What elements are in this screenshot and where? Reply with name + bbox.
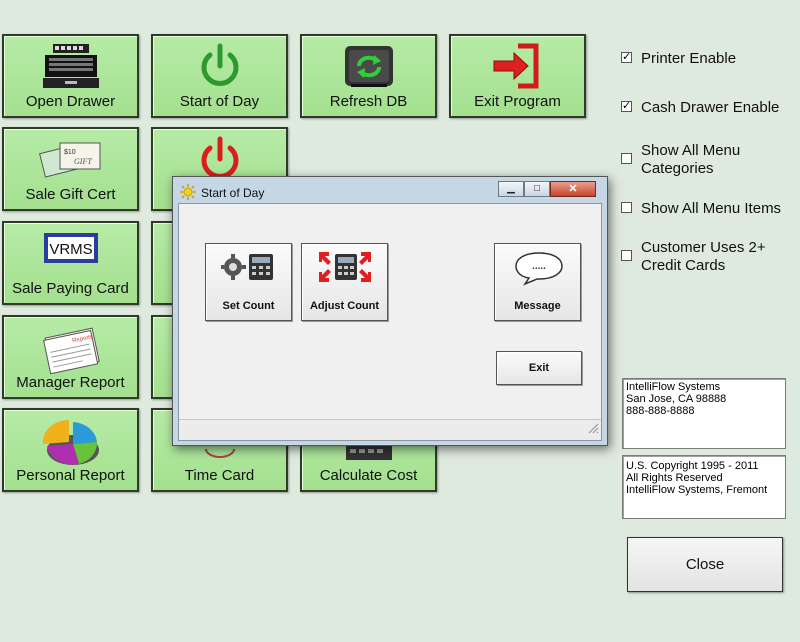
close-button[interactable]: Close [627, 537, 783, 592]
exit-door-icon [490, 42, 546, 97]
copyright-box: U.S. Copyright 1995 - 2011 All Rights Re… [622, 455, 786, 519]
adjust-count-icon [317, 250, 373, 287]
start-of-day-label: Start of Day [179, 93, 260, 110]
power-icon [195, 42, 245, 97]
calculator-icon [344, 446, 394, 465]
cash-register-icon [39, 42, 103, 97]
rights-line: All Rights Reserved [626, 472, 723, 484]
reports-text: Reports [71, 334, 93, 344]
exit-program-label: Exit Program [474, 93, 561, 110]
set-count-button[interactable]: Set Count [205, 243, 292, 321]
gift-certificate-icon: $10 GIFT [36, 135, 106, 192]
sale-paying-card-button[interactable]: VRMS Sale Paying Card [2, 221, 139, 305]
vrms-text: VRMS [49, 241, 92, 258]
dialog-status-bar [179, 419, 601, 440]
refresh-db-button[interactable]: Refresh DB [300, 34, 437, 118]
dialog-exit-label: Exit [528, 362, 550, 374]
refresh-database-icon [341, 42, 397, 97]
personal-report-button[interactable]: Personal Report [2, 408, 139, 492]
sale-gift-cert-button[interactable]: $10 GIFT Sale Gift Cert [2, 127, 139, 211]
app-sun-icon [180, 184, 196, 205]
window-close-icon: ✕ [568, 183, 578, 195]
company-location-line: IntelliFlow Systems, Fremont [626, 484, 768, 496]
gift-amount: $10 [64, 149, 76, 156]
open-drawer-button[interactable]: Open Drawer [2, 34, 139, 118]
printer-enable-label: Printer Enable [641, 50, 737, 67]
cash-drawer-enable-checkbox[interactable]: ✓ [621, 100, 632, 112]
dialog-title: Start of Day [201, 186, 265, 200]
minimize-button[interactable]: ▁ [498, 181, 524, 197]
manager-report-label: Manager Report [16, 374, 125, 391]
message-label: Message [514, 300, 561, 312]
message-button[interactable]: ..... Message [494, 243, 581, 321]
show-all-menu-categories-checkbox[interactable] [621, 153, 632, 164]
maximize-button[interactable]: □ [524, 181, 550, 197]
maximize-icon: □ [533, 183, 541, 194]
exit-program-button[interactable]: Exit Program [449, 34, 586, 118]
customer-uses-2-credit-cards-label: Customer Uses 2+ Credit Cards [641, 239, 766, 274]
personal-report-label: Personal Report [16, 467, 125, 484]
company-address: San Jose, CA 98888 [626, 393, 727, 405]
set-count-icon [220, 252, 277, 285]
show-all-menu-categories-label: Show All Menu Categories [641, 142, 741, 177]
clock-icon [200, 446, 240, 464]
company-phone: 888-888-8888 [626, 405, 695, 417]
show-all-menu-items-checkbox[interactable] [621, 202, 632, 213]
sale-paying-card-label: Sale Paying Card [12, 280, 129, 297]
dialog-exit-button[interactable]: Exit [496, 351, 582, 385]
gift-text: GIFT [74, 157, 92, 166]
sale-gift-cert-label: Sale Gift Cert [25, 186, 116, 203]
refresh-db-label: Refresh DB [329, 93, 408, 110]
start-of-day-dialog: Start of Day ▁ □ ✕ Set Count [172, 176, 608, 446]
manager-report-button[interactable]: Reports Manager Report [2, 315, 139, 399]
customer-uses-2-credit-cards-checkbox[interactable] [621, 250, 632, 261]
speech-dots: ..... [532, 261, 546, 272]
adjust-count-button[interactable]: Adjust Count [301, 243, 388, 321]
open-drawer-label: Open Drawer [25, 93, 116, 110]
cash-drawer-enable-label: Cash Drawer Enable [641, 99, 780, 116]
pie-chart-icon [39, 416, 103, 475]
adjust-count-label: Adjust Count [309, 300, 380, 312]
company-info-box: IntelliFlow Systems San Jose, CA 98888 8… [622, 378, 786, 449]
show-all-menu-items-label: Show All Menu Items [641, 200, 782, 217]
dialog-body: Set Count Adjust Count [178, 203, 602, 441]
start-of-day-button[interactable]: Start of Day [151, 34, 288, 118]
window-close-button[interactable]: ✕ [550, 181, 596, 197]
calculate-cost-label: Calculate Cost [319, 467, 418, 484]
set-count-label: Set Count [222, 300, 275, 312]
minimize-icon: ▁ [507, 183, 515, 194]
reports-icon: Reports [36, 323, 106, 380]
resize-grip-icon[interactable] [587, 421, 599, 439]
company-name: IntelliFlow Systems [626, 381, 721, 393]
printer-enable-checkbox[interactable]: ✓ [621, 51, 632, 63]
speech-bubble-icon: ..... [513, 250, 565, 289]
copyright-line: U.S. Copyright 1995 - 2011 [626, 460, 759, 472]
time-card-label: Time Card [184, 467, 255, 484]
vrms-card-icon: VRMS [40, 229, 102, 274]
